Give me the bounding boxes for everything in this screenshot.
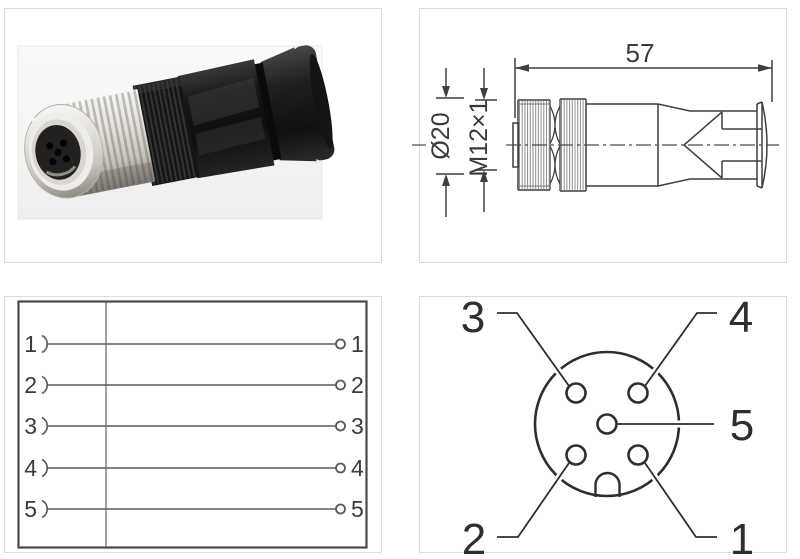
- terminal-circle-icon: [335, 338, 346, 350]
- pin-hole-3: [565, 382, 587, 404]
- connector-photo: [24, 45, 335, 199]
- dimension-57: [514, 58, 773, 118]
- dimension-diameter: [436, 68, 464, 217]
- panel-border-dimension: [419, 8, 787, 263]
- pin-label-4: 4: [729, 293, 753, 342]
- panel-product-photo: [17, 45, 335, 220]
- pin-hole-1: [627, 444, 649, 466]
- socket-holes: [46, 139, 71, 166]
- pin-leader-lines: [497, 309, 717, 541]
- wiring-left-label: 5: [24, 496, 37, 522]
- wiring-right-label: 3: [351, 413, 364, 439]
- terminal-circle-icon: [335, 462, 346, 474]
- wiring-box: [17, 300, 368, 549]
- wiring-left-label: 1: [24, 331, 37, 357]
- pin-hole-4: [627, 382, 649, 404]
- leader-pin-4: [644, 312, 717, 387]
- wiring-row: 2 2: [24, 372, 364, 398]
- leader-pin-1: [644, 462, 717, 538]
- connector-side-view: [412, 98, 779, 192]
- pin-label-1: 1: [730, 515, 754, 559]
- wiring-row: 5 5: [24, 496, 364, 522]
- wiring-row: 3 3: [24, 413, 364, 439]
- dim-length-label: 57: [626, 38, 655, 68]
- pin-label-3: 3: [461, 293, 485, 342]
- keyway-notch-icon: [594, 471, 621, 497]
- dimension-arrow-right: [758, 64, 772, 72]
- pin-label-5: 5: [730, 401, 754, 450]
- pin-holes: [565, 382, 649, 466]
- dim-diameter-label: Ø20: [427, 112, 455, 159]
- wiring-right-label: 1: [351, 331, 364, 357]
- pin-hole-5: [596, 413, 618, 435]
- wiring-right-label: 4: [351, 455, 364, 481]
- leader-pin-2: [497, 462, 570, 538]
- panel-dimension-drawing: 57 Ø20 M12×1: [412, 38, 779, 217]
- terminal-circle-icon: [335, 379, 346, 391]
- wiring-right-label: 2: [351, 372, 364, 398]
- terminal-circle-icon: [335, 503, 346, 515]
- terminal-circle-icon: [335, 420, 346, 432]
- wiring-right-label: 5: [351, 496, 364, 522]
- pin-label-2: 2: [462, 515, 486, 559]
- pin-hole-2: [565, 444, 587, 466]
- wiring-row: 4 4: [24, 455, 364, 481]
- dimension-arrow-left: [515, 64, 529, 72]
- panel-border-wiring: [4, 296, 382, 553]
- dim-thread-label: M12×1: [465, 99, 493, 176]
- wiring-left-label: 2: [24, 372, 37, 398]
- panel-pinout: 3 4 5 2 1: [461, 293, 754, 559]
- leader-pin-3: [497, 312, 570, 387]
- panel-wiring-diagram: 1 1 2 2 3 3 4 4 5: [17, 300, 368, 549]
- wiring-row: 1 1: [24, 331, 364, 357]
- wiring-left-label: 3: [24, 413, 37, 439]
- dimension-thread: [475, 68, 497, 212]
- wiring-left-label: 4: [24, 455, 37, 481]
